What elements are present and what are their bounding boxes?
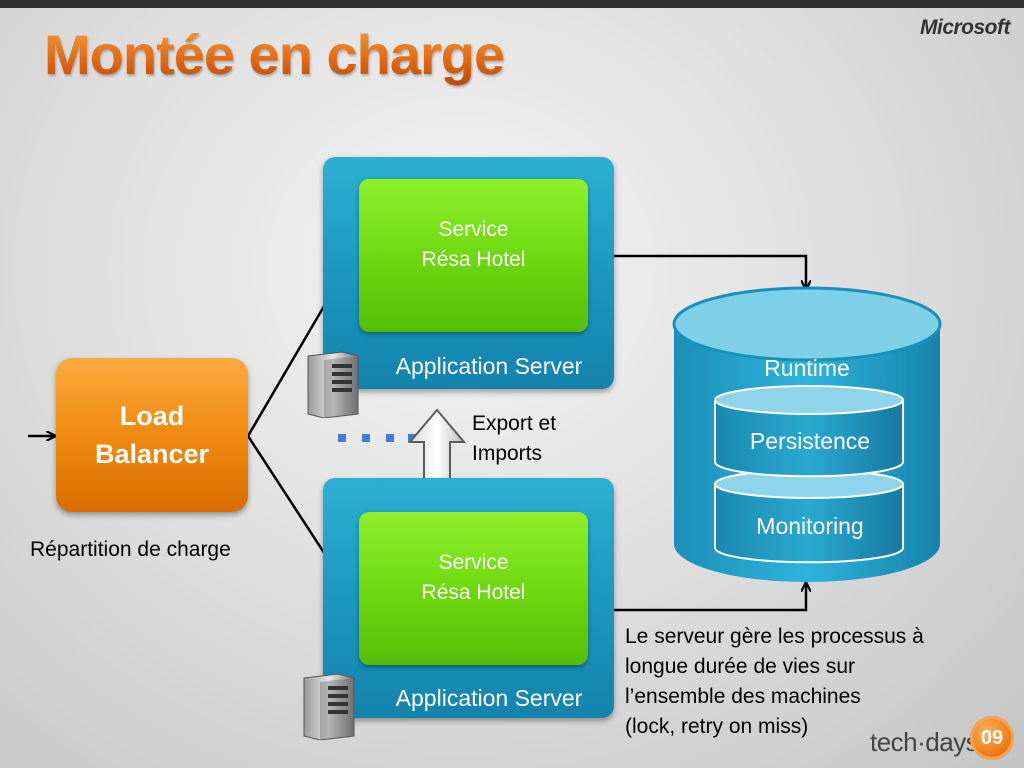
- description-line4: (lock, retry on miss): [625, 715, 809, 738]
- description-line3: l’ensemble des machines: [625, 685, 861, 708]
- service-box-2: Service Résa Hotel: [359, 512, 588, 665]
- microsoft-logo: Microsoft: [920, 16, 1011, 39]
- service-1-line1: Service: [438, 217, 509, 241]
- server-tower-icon: [303, 673, 355, 740]
- service-2-line1: Service: [438, 550, 509, 574]
- slide-title: Montée en charge: [44, 23, 505, 86]
- export-line2: Imports: [472, 442, 543, 465]
- load-balancer-line1: Load: [119, 401, 185, 431]
- load-balancer-box: Load Balancer: [56, 358, 248, 512]
- description-line2: longue durée de vies sur: [625, 655, 855, 678]
- service-box-1: Service Résa Hotel: [359, 179, 588, 332]
- export-line1: Export et: [472, 412, 557, 435]
- scale-out-dots: [338, 434, 416, 442]
- application-server-1: Service Résa Hotel Application Server: [323, 157, 614, 389]
- techdays-09-badge: 09: [970, 716, 1014, 760]
- application-server-2: Service Résa Hotel Application Server: [323, 478, 614, 718]
- server-tower-icon: [307, 351, 359, 418]
- server2-to-runtime-arrow: [614, 584, 806, 612]
- service-2-line2: Résa Hotel: [421, 580, 526, 604]
- runtime-label: Runtime: [764, 355, 850, 381]
- description-line1: Le serveur gère les processus à: [625, 625, 924, 648]
- application-server-1-label: Application Server: [395, 353, 583, 379]
- top-bar: [0, 0, 1024, 8]
- techdays-logo: tech·days: [870, 727, 979, 757]
- load-balancer-caption: Répartition de charge: [30, 538, 231, 561]
- description-text: Le serveur gère les processus à longue d…: [625, 622, 924, 742]
- application-server-2-label: Application Server: [395, 685, 583, 711]
- server1-to-runtime-arrow: [614, 254, 806, 288]
- service-1-line2: Résa Hotel: [421, 247, 526, 271]
- export-imports-label: Export et Imports: [472, 409, 556, 469]
- monitoring-label: Monitoring: [756, 513, 864, 539]
- load-balancer-line2: Balancer: [94, 439, 210, 469]
- persistence-label: Persistence: [749, 428, 871, 454]
- runtime-database: [672, 286, 942, 582]
